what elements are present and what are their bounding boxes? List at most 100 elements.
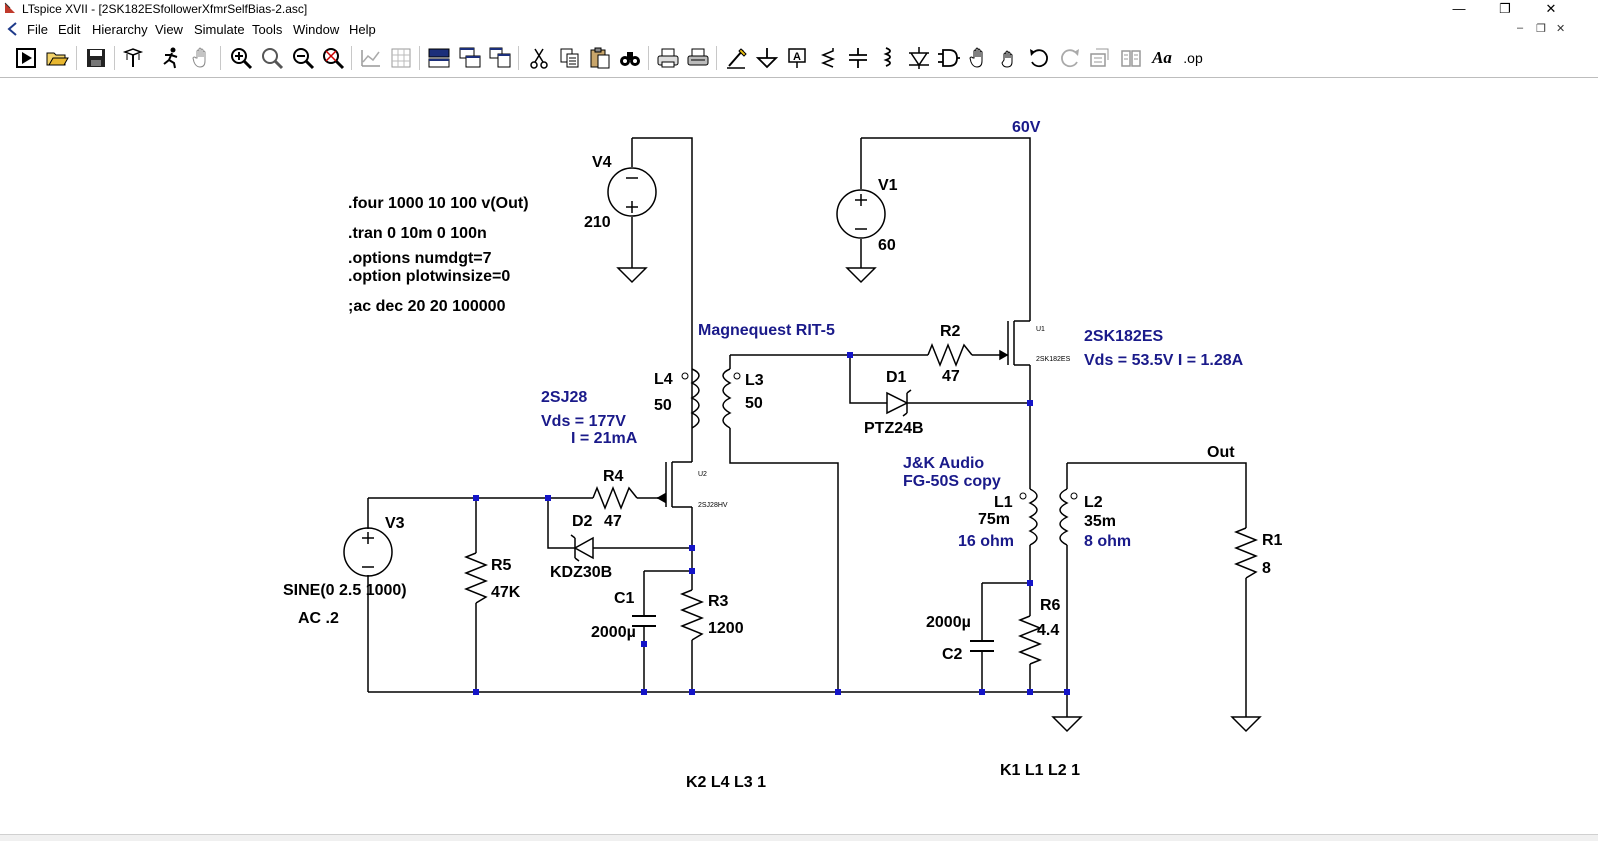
halt-icon[interactable] (158, 45, 184, 71)
l1-note: 16 ohm (958, 533, 1015, 550)
pan-icon[interactable] (189, 45, 215, 71)
autorange-icon[interactable] (358, 45, 384, 71)
ground-icon[interactable] (754, 45, 780, 71)
directive-four[interactable]: .four 1000 10 100 v(Out) (348, 195, 529, 212)
transformer2-label-2: FG-50S copy (903, 473, 1001, 490)
menu-window[interactable]: Window (293, 22, 340, 37)
r2-name: R2 (940, 323, 961, 340)
drag-icon[interactable] (996, 45, 1022, 71)
component-icon[interactable] (936, 45, 962, 71)
c1-value: 2000µ (591, 624, 636, 641)
run-icon[interactable] (13, 45, 39, 71)
voltage-sources (343, 167, 886, 577)
open-icon[interactable] (44, 45, 70, 71)
schematic-wires (343, 137, 1262, 733)
directive-plotwinsize[interactable]: .option plotwinsize=0 (348, 268, 511, 285)
cut-icon[interactable] (526, 45, 552, 71)
inductor-icon[interactable] (875, 45, 901, 71)
menu-help[interactable]: Help (349, 22, 376, 37)
r6-value: 4.4 (1037, 622, 1060, 639)
restore-button[interactable]: ❐ (1499, 1, 1511, 16)
status-bar (0, 834, 1598, 841)
c1-name: C1 (614, 590, 635, 607)
l1-name: L1 (994, 494, 1013, 511)
q2sk182-note: 2SK182ES (1084, 328, 1164, 345)
ltspice-app-icon (4, 2, 15, 13)
tile-vertical-icon[interactable] (487, 45, 513, 71)
net-label-out: Out (1207, 444, 1235, 461)
r5-value: 47K (491, 584, 521, 601)
r6-name: R6 (1040, 597, 1061, 614)
doc-restore-button[interactable]: ❐ (1536, 23, 1546, 35)
r4-value: 47 (604, 513, 622, 530)
copy-icon[interactable] (557, 45, 583, 71)
rotate-icon[interactable] (1087, 45, 1113, 71)
grid-icon[interactable] (388, 45, 414, 71)
doc-minimize-button[interactable]: – (1517, 22, 1524, 34)
coupling-k2[interactable]: K2 L4 L3 1 (686, 774, 767, 791)
capacitor-icon[interactable] (845, 45, 871, 71)
l4-name: L4 (654, 371, 673, 388)
r2-value: 47 (942, 368, 960, 385)
menu-view[interactable]: View (155, 22, 183, 37)
menu-hierarchy[interactable]: Hierarchy (92, 22, 148, 37)
r5-name: R5 (491, 557, 512, 574)
menu-simulate[interactable]: Simulate (194, 22, 245, 37)
l2-name: L2 (1084, 494, 1103, 511)
zoom-fit-icon[interactable] (320, 45, 346, 71)
paste-icon[interactable] (587, 45, 613, 71)
net-label-60v: 60V (1012, 119, 1041, 136)
schematic-doc-icon[interactable] (6, 22, 18, 36)
l1-value: 75m (978, 511, 1011, 528)
move-icon[interactable] (966, 45, 992, 71)
minimize-button[interactable]: — (1452, 1, 1466, 16)
junction-dots (473, 352, 1070, 695)
menu-bar: File Edit Hierarchy View Simulate Tools … (0, 19, 1598, 40)
v4-name: V4 (592, 154, 612, 171)
zoom-rubber-icon[interactable] (259, 45, 285, 71)
menu-file[interactable]: File (27, 22, 48, 37)
window-title: LTspice XVII - [2SK182ESfollowerXfmrSelf… (22, 2, 308, 16)
diode-icon[interactable] (906, 45, 932, 71)
q2sj28-vds: Vds = 177V (541, 413, 626, 430)
directive-tran[interactable]: .tran 0 10m 0 100n (348, 225, 487, 242)
v3-ac: AC .2 (298, 610, 339, 627)
resistor-icon[interactable] (814, 45, 840, 71)
redo-icon[interactable] (1057, 45, 1083, 71)
r1-name: R1 (1262, 532, 1283, 549)
svg-text:A: A (793, 51, 801, 63)
r3-value: 1200 (708, 620, 744, 637)
undo-icon[interactable] (1026, 45, 1052, 71)
d1-name: D1 (886, 369, 907, 386)
tile-horizontal-icon[interactable] (426, 45, 452, 71)
menu-edit[interactable]: Edit (58, 22, 81, 37)
u2-part: 2SJ28HV (698, 502, 728, 509)
print-icon[interactable] (655, 45, 681, 71)
cascade-icon[interactable] (457, 45, 483, 71)
doc-close-button[interactable]: ✕ (1556, 23, 1566, 35)
coupling-k1[interactable]: K1 L1 L2 1 (1000, 762, 1081, 779)
control-panel-icon[interactable] (120, 45, 146, 71)
close-button[interactable]: ✕ (1545, 1, 1557, 16)
wire-icon[interactable] (724, 45, 750, 71)
q2sj28-note: 2SJ28 (541, 389, 588, 406)
text-icon[interactable]: Aa (1152, 48, 1172, 67)
menu-tools[interactable]: Tools (252, 22, 283, 37)
capacitors (632, 615, 994, 652)
zener-diodes (570, 389, 912, 562)
zoom-in-icon[interactable] (228, 45, 254, 71)
q2sj28-current: I = 21mA (571, 430, 638, 447)
mirror-icon[interactable] (1118, 45, 1144, 71)
schematic-canvas[interactable]: .four 1000 10 100 v(Out) .tran 0 10m 0 1… (0, 78, 1598, 840)
save-icon[interactable] (83, 45, 109, 71)
print-setup-icon[interactable] (685, 45, 711, 71)
directive-numdgt[interactable]: .options numdgt=7 (348, 250, 492, 267)
directive-ac-comment[interactable]: ;ac dec 20 20 100000 (348, 298, 506, 315)
transformer1-label: Magnequest RIT-5 (698, 322, 835, 339)
label-net-icon[interactable]: A (784, 45, 810, 71)
spice-directive-icon[interactable]: .op (1183, 50, 1203, 66)
find-icon[interactable] (617, 45, 643, 71)
d1-value: PTZ24B (864, 420, 924, 437)
zoom-out-icon[interactable] (290, 45, 316, 71)
v1-value: 60 (878, 237, 896, 254)
